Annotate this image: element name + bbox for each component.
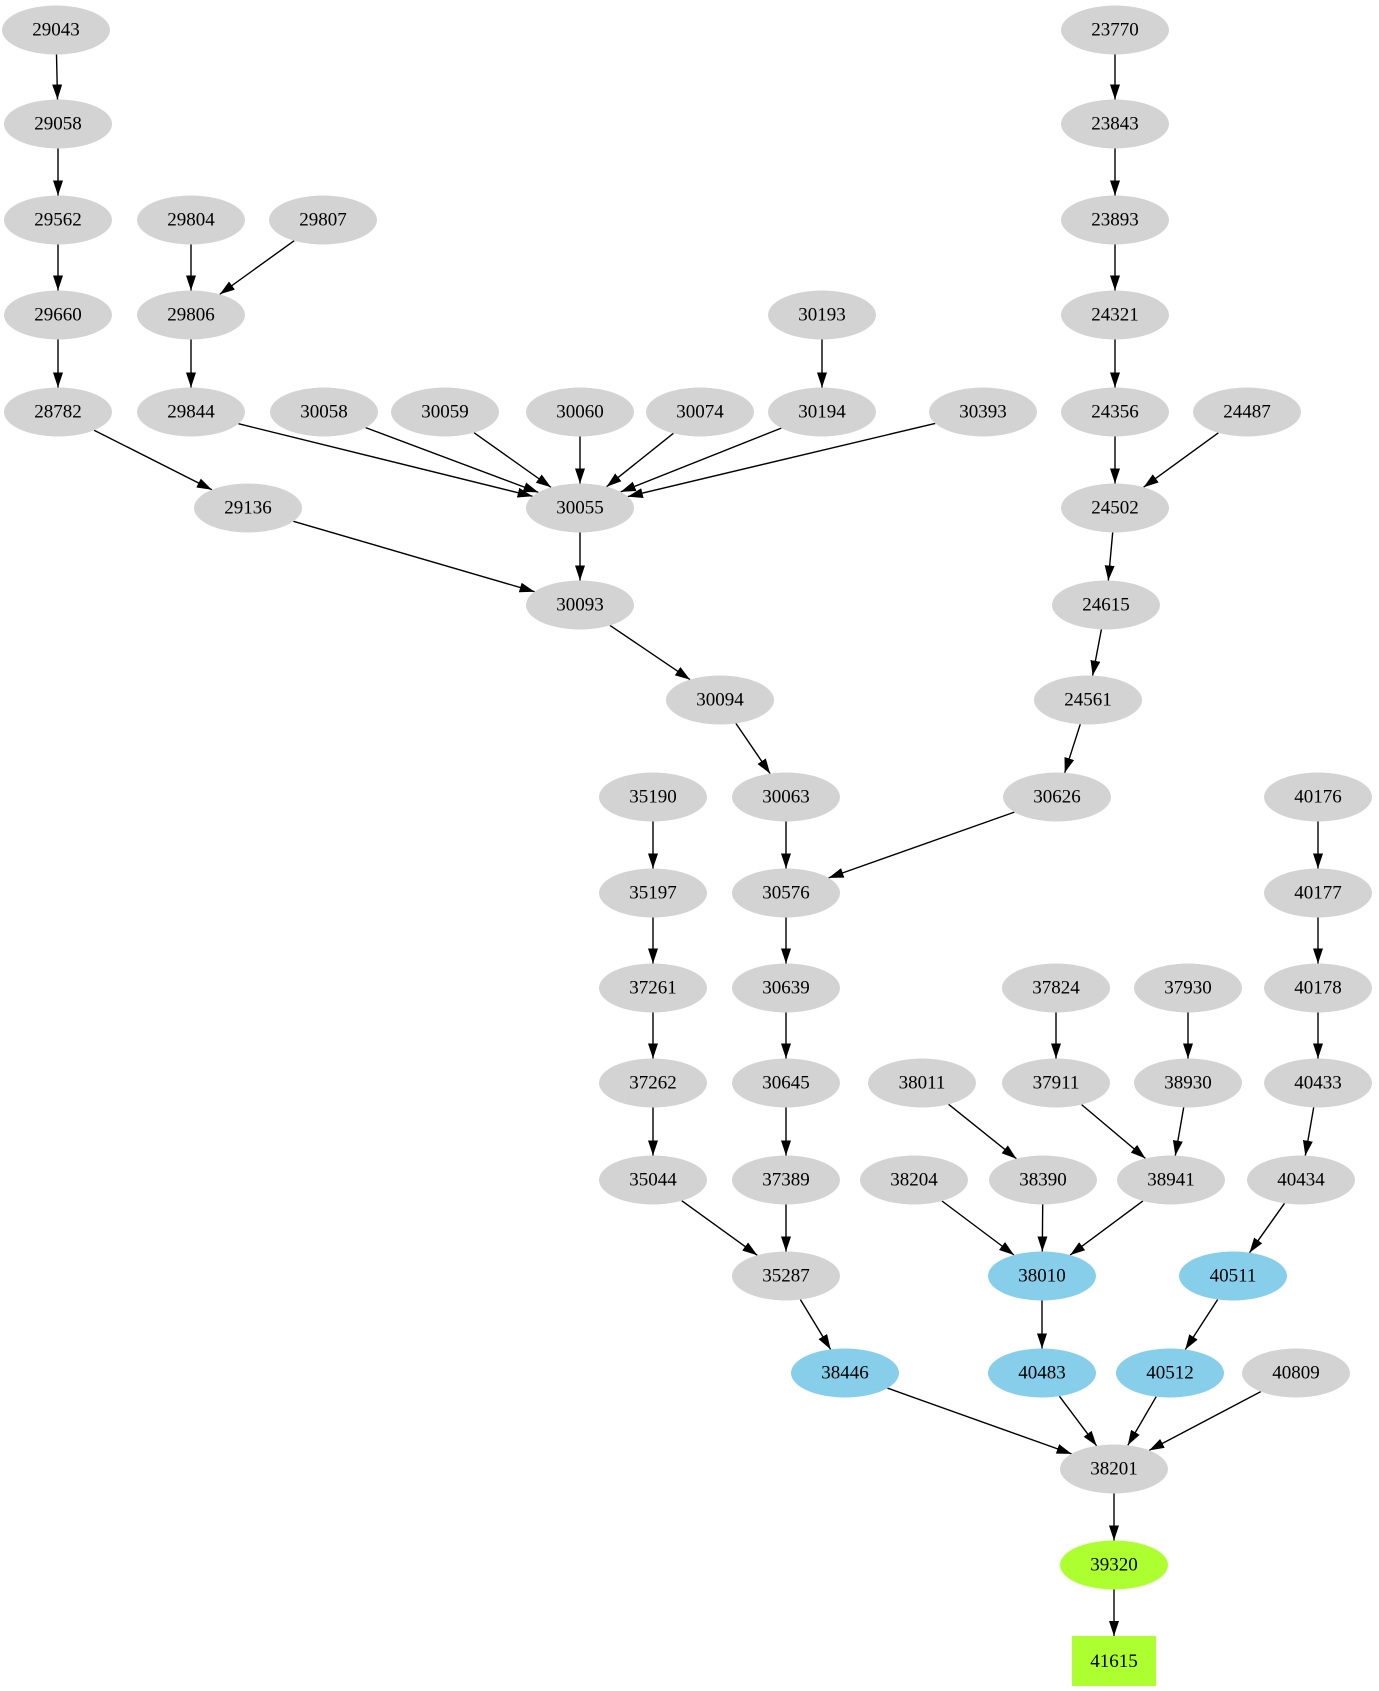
graph-node-29807: 29807	[269, 195, 377, 245]
graph-edge-30194-30055	[620, 427, 782, 493]
graph-edge-38446-38201	[887, 1387, 1072, 1455]
graph-edge-29844-30055	[238, 423, 533, 498]
graph-node-30194: 30194	[768, 387, 876, 437]
graph-edge-24487-24502	[1143, 432, 1219, 488]
graph-edge-29807-29806	[219, 240, 295, 295]
graph-node-35190: 35190	[599, 772, 707, 822]
graph-edge-40434-40511	[1248, 1202, 1286, 1254]
graph-node-24487: 24487	[1193, 387, 1301, 437]
graph-edge-29136-30093	[293, 520, 535, 593]
graph-node-29058: 29058	[4, 99, 112, 149]
graph-node-30639: 30639	[732, 963, 840, 1013]
graph-edge-38930-38941	[1172, 1107, 1185, 1156]
graph-edge-29043-29058	[52, 54, 63, 100]
graph-node-30393: 30393	[929, 387, 1037, 437]
graph-edge-38204-38010	[941, 1200, 1015, 1256]
graph-node-37262: 37262	[599, 1058, 707, 1108]
graph-edge-40511-40512	[1184, 1299, 1219, 1350]
graph-node-38930: 38930	[1134, 1058, 1242, 1108]
graph-edge-40483-38201	[1058, 1395, 1098, 1447]
graph-node-29804: 29804	[137, 195, 245, 245]
graph-node-28782: 28782	[4, 387, 112, 437]
graph-node-30094: 30094	[666, 675, 774, 725]
graph-node-37261: 37261	[599, 963, 707, 1013]
graph-node-38201: 38201	[1060, 1444, 1168, 1494]
graph-node-23770: 23770	[1061, 5, 1169, 55]
graph-node-30055: 30055	[526, 483, 634, 533]
graph-node-29806: 29806	[137, 290, 245, 340]
graph-node-40176: 40176	[1264, 772, 1372, 822]
graph-edge-30074-30055	[606, 432, 674, 488]
graph-node-38204: 38204	[860, 1155, 968, 1205]
graph-node-35044: 35044	[599, 1155, 707, 1205]
graph-node-24321: 24321	[1061, 290, 1169, 340]
graph-edge-30626-30576	[828, 811, 1015, 879]
graph-edge-38011-38390	[948, 1103, 1017, 1160]
graph-edge-30059-30055	[473, 432, 552, 488]
graph-node-29660: 29660	[4, 290, 112, 340]
graph-node-35197: 35197	[599, 868, 707, 918]
graph-edge-35044-35287	[681, 1200, 758, 1256]
graph-node-40178: 40178	[1264, 963, 1372, 1013]
graph-node-24561: 24561	[1034, 675, 1142, 725]
graph-node-30576: 30576	[732, 868, 840, 918]
graph-node-40434: 40434	[1247, 1155, 1355, 1205]
graph-edge-35287-38446	[799, 1299, 832, 1350]
graph-node-40512: 40512	[1116, 1348, 1224, 1398]
graph-node-41615: 41615	[1072, 1636, 1156, 1686]
graph-node-38446: 38446	[791, 1348, 899, 1398]
graph-edge-40433-40434	[1302, 1107, 1315, 1156]
graph-node-29562: 29562	[4, 195, 112, 245]
graph-node-29136: 29136	[194, 483, 302, 533]
graph-edge-28782-29136	[93, 429, 213, 491]
graph-node-35287: 35287	[732, 1251, 840, 1301]
graph-edge-24561-30626	[1064, 723, 1081, 774]
graph-node-40511: 40511	[1179, 1251, 1287, 1301]
graph-edge-40809-38201	[1148, 1390, 1262, 1452]
graph-node-29043: 29043	[2, 5, 110, 55]
graph-node-37389: 37389	[732, 1155, 840, 1205]
graph-edge-24615-24561	[1090, 629, 1103, 676]
graph-node-37824: 37824	[1002, 963, 1110, 1013]
graph-node-30093: 30093	[526, 580, 634, 630]
graph-node-37911: 37911	[1002, 1058, 1110, 1108]
graph-edge-30058-30055	[365, 426, 539, 494]
graph-edge-30093-30094	[609, 624, 691, 681]
graph-node-24615: 24615	[1052, 580, 1160, 630]
graph-node-37930: 37930	[1134, 963, 1242, 1013]
graph-node-24356: 24356	[1061, 387, 1169, 437]
graph-node-40809: 40809	[1242, 1348, 1350, 1398]
graph-node-38010: 38010	[988, 1251, 1096, 1301]
graph-node-23843: 23843	[1061, 99, 1169, 149]
graph-node-30063: 30063	[732, 772, 840, 822]
graph-node-30074: 30074	[646, 387, 754, 437]
graph-node-38390: 38390	[989, 1155, 1097, 1205]
graph-node-29844: 29844	[137, 387, 245, 437]
graph-node-38011: 38011	[868, 1058, 976, 1108]
graph-node-30059: 30059	[391, 387, 499, 437]
graph-edge-38941-38010	[1069, 1200, 1144, 1256]
graph-node-30193: 30193	[768, 290, 876, 340]
graph-edge-40512-38201	[1127, 1396, 1157, 1446]
graph-node-23893: 23893	[1061, 195, 1169, 245]
graph-node-40483: 40483	[988, 1348, 1096, 1398]
graph-node-39320: 39320	[1060, 1540, 1168, 1590]
graph-node-38941: 38941	[1117, 1155, 1225, 1205]
graph-edge-30094-30063	[735, 723, 771, 774]
graph-edge-24502-24615	[1104, 532, 1115, 581]
graph-node-30058: 30058	[270, 387, 378, 437]
graph-node-24502: 24502	[1061, 483, 1169, 533]
graph-edge-30393-30055	[627, 422, 936, 498]
graph-node-40433: 40433	[1264, 1058, 1372, 1108]
graph-node-40177: 40177	[1264, 868, 1372, 918]
graph-node-30645: 30645	[732, 1058, 840, 1108]
graph-node-30060: 30060	[526, 387, 634, 437]
edge-group	[52, 54, 1323, 1636]
graph-edge-37911-38941	[1081, 1104, 1146, 1159]
graph-node-30626: 30626	[1003, 772, 1111, 822]
